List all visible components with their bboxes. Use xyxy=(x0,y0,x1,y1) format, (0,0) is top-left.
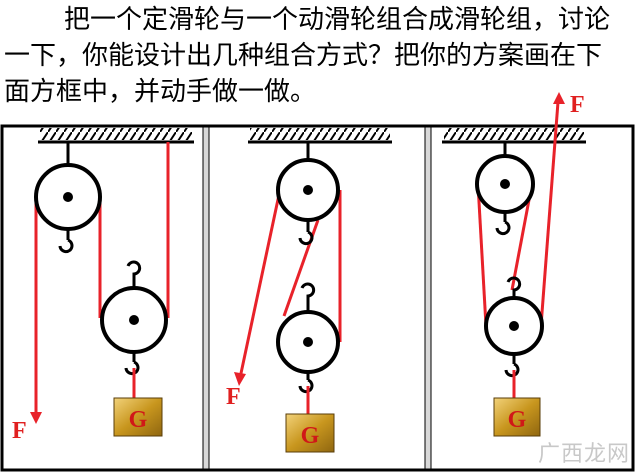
rope xyxy=(34,142,170,420)
outer-frame xyxy=(0,124,635,472)
load-weight: G xyxy=(113,397,163,437)
load-label: G xyxy=(508,407,527,433)
load-label: G xyxy=(301,423,320,449)
question-text: 把一个定滑轮与一个动滑轮组合成滑轮组，讨论一下，你能设计出几种组合方式？把你的方… xyxy=(4,5,611,107)
fixed-pulley xyxy=(276,142,340,246)
fixed-pulley xyxy=(34,142,102,254)
panel-2: G F xyxy=(226,128,392,453)
arrow-head xyxy=(234,372,246,386)
panel-dividers xyxy=(202,126,432,470)
force-label: F xyxy=(12,418,27,444)
ceiling-support xyxy=(442,128,586,144)
ceiling-support xyxy=(248,128,392,144)
arrow-head xyxy=(30,412,42,424)
panel-1: G F xyxy=(12,128,194,444)
arrow-head xyxy=(553,92,565,104)
ceiling-support xyxy=(38,128,194,144)
force-label: F xyxy=(226,384,241,410)
load-weight: G xyxy=(285,413,335,453)
load-label: G xyxy=(129,407,148,433)
load-weight: G xyxy=(493,397,541,437)
fixed-pulley xyxy=(475,142,535,236)
panel-3: F G xyxy=(442,92,586,437)
movable-pulley xyxy=(100,260,168,376)
watermark: 广西龙网 xyxy=(537,442,630,467)
force-label: F xyxy=(570,92,585,118)
movable-pulley xyxy=(276,282,340,394)
movable-pulley xyxy=(484,276,544,378)
